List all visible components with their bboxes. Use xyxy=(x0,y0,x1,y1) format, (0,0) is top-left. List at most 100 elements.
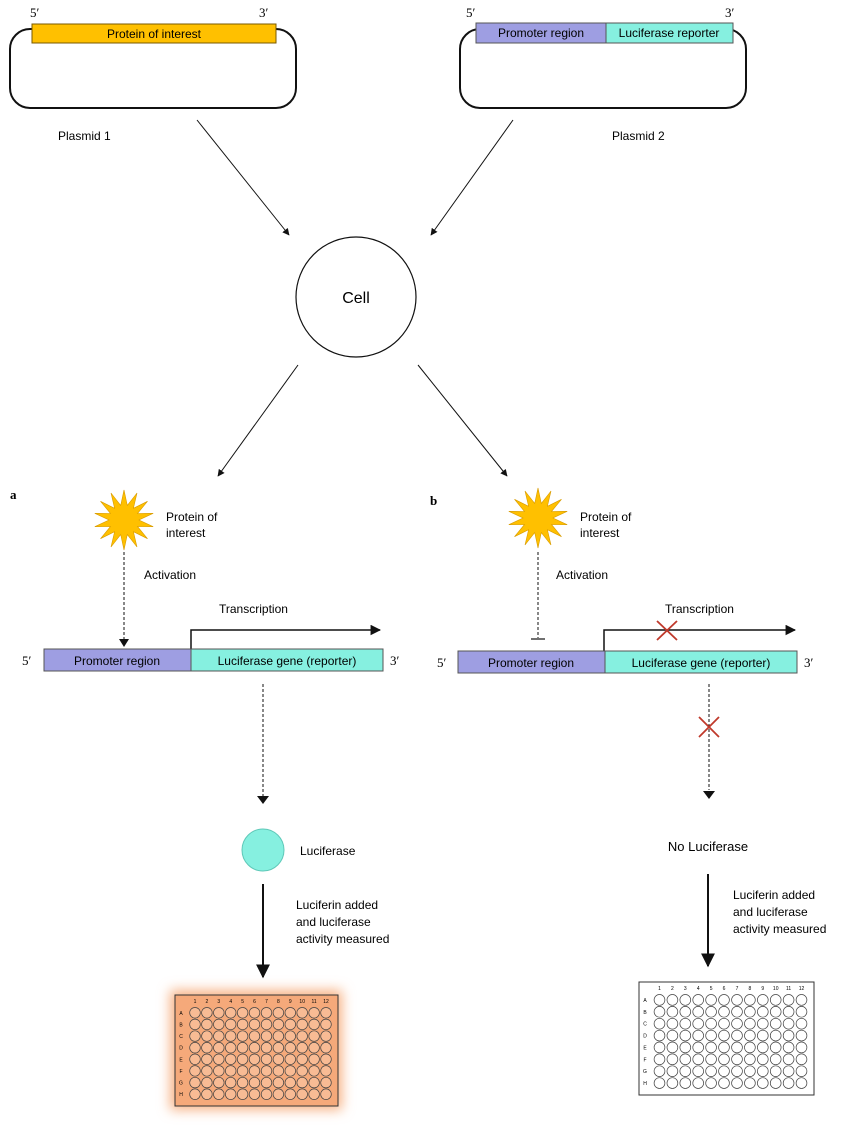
plate-well xyxy=(679,1017,692,1030)
plate-well xyxy=(320,1030,332,1042)
plate-well xyxy=(260,1053,273,1065)
plate-well xyxy=(744,1053,756,1066)
plate-row-label: C xyxy=(643,1022,647,1028)
plate-well xyxy=(225,1007,237,1019)
plate-col-label: 12 xyxy=(799,986,805,992)
plate-well xyxy=(308,1007,320,1019)
arrow-cell-to-panel-b xyxy=(417,364,508,477)
plate-well xyxy=(213,1007,225,1019)
panel-a: a Protein of interest Activation Transcr… xyxy=(10,487,400,1110)
panel-a-promoter-label: Promoter region xyxy=(74,654,160,668)
plate-well xyxy=(692,1065,704,1077)
plate-col-label: 6 xyxy=(253,999,256,1005)
plate-well xyxy=(201,1042,213,1054)
panel-b-letter: b xyxy=(430,493,437,508)
plate-row-label: F xyxy=(179,1069,182,1075)
plate-row-label: B xyxy=(179,1022,183,1028)
plate-row-label: A xyxy=(179,1011,183,1017)
plate-well xyxy=(679,1053,692,1066)
plate-well xyxy=(201,1053,213,1065)
plate-well xyxy=(757,1053,769,1066)
plate-well xyxy=(769,1017,782,1030)
plate-well xyxy=(782,994,795,1006)
plate-well xyxy=(320,1088,332,1100)
panel-a-expression-arrowhead xyxy=(257,796,269,804)
plate-well xyxy=(213,1065,225,1077)
panel-b-protein-label-1: Protein of xyxy=(580,510,632,524)
plate-col-label: 12 xyxy=(323,999,329,1005)
plate-well xyxy=(718,994,730,1006)
plate-well xyxy=(782,1029,795,1042)
plate-well xyxy=(308,1042,320,1054)
plate-well xyxy=(308,1030,320,1042)
plate-row-label: E xyxy=(643,1045,647,1051)
plate-well xyxy=(189,1018,201,1031)
plate-row-label: C xyxy=(179,1034,183,1040)
plate-col-label: 5 xyxy=(710,986,713,992)
panel-b-activation-label: Activation xyxy=(556,568,608,582)
plate-well xyxy=(213,1053,225,1065)
plate-well xyxy=(189,1065,201,1077)
plate-well xyxy=(225,1042,237,1054)
plate-well xyxy=(757,1006,769,1018)
plate-well xyxy=(744,1017,756,1030)
plate-well xyxy=(769,1077,782,1089)
plate-well xyxy=(272,1042,285,1054)
plate-well xyxy=(201,1018,213,1031)
plate-well xyxy=(201,1030,213,1042)
plate-well xyxy=(744,994,756,1006)
plate-well xyxy=(225,1065,237,1077)
plate-row-label: G xyxy=(179,1081,183,1087)
plate-well xyxy=(296,1007,308,1019)
plate-well xyxy=(272,1053,285,1065)
plate-well xyxy=(653,1029,666,1042)
plate-well xyxy=(248,1065,261,1077)
plate-well xyxy=(666,1017,679,1030)
plate-well xyxy=(679,1041,692,1054)
plate-well xyxy=(296,1088,308,1100)
cell-circle xyxy=(295,236,417,358)
plate-well xyxy=(653,994,666,1006)
plate-well xyxy=(308,1018,320,1031)
panel-b-expression-arrowhead xyxy=(703,791,715,799)
plate-well xyxy=(248,1030,261,1042)
panel-b: b Protein of interest Activation Transcr… xyxy=(430,487,826,1096)
plate-well xyxy=(320,1053,332,1065)
plate-col-label: 6 xyxy=(723,986,726,992)
plate-well xyxy=(236,1018,249,1031)
plate-col-label: 2 xyxy=(671,986,674,992)
plate-well xyxy=(692,1077,704,1089)
plate-row-label: D xyxy=(643,1034,647,1040)
plate-well xyxy=(296,1030,308,1042)
plate-well xyxy=(731,1029,743,1042)
plate-well xyxy=(731,1053,743,1066)
plate-well xyxy=(260,1042,273,1054)
plate-well xyxy=(782,1077,795,1089)
x-mark-icon xyxy=(698,716,720,738)
plate-well xyxy=(744,1077,756,1089)
plasmid-1-insert xyxy=(31,23,277,44)
panel-b-transcription-arrow xyxy=(603,624,797,651)
arrow-plasmid1-to-cell xyxy=(196,119,290,236)
plate-col-label: 8 xyxy=(748,986,751,992)
panel-b-transcription-label: Transcription xyxy=(665,602,734,616)
plate-col-label: 10 xyxy=(773,986,779,992)
plate-well xyxy=(320,1065,332,1077)
plate-well xyxy=(653,1041,666,1054)
plate-well xyxy=(731,1017,743,1030)
panel-b-product-label: No Luciferase xyxy=(668,839,748,854)
plate-well xyxy=(718,1029,730,1042)
panel-a-protein-label-2: interest xyxy=(166,526,206,540)
panel-b-protein-label-2: interest xyxy=(580,526,620,540)
plate-well xyxy=(201,1088,213,1100)
plate-well xyxy=(260,1076,273,1089)
plate-well xyxy=(225,1018,237,1031)
plate-well xyxy=(795,1006,808,1018)
plate-col-label: 3 xyxy=(217,999,220,1005)
panel-b-3prime: 3′ xyxy=(804,655,814,670)
plate-well xyxy=(320,1007,332,1019)
plate-well xyxy=(308,1088,320,1100)
plasmid-1-5prime: 5′ xyxy=(30,5,40,20)
plate-well xyxy=(795,1065,808,1077)
